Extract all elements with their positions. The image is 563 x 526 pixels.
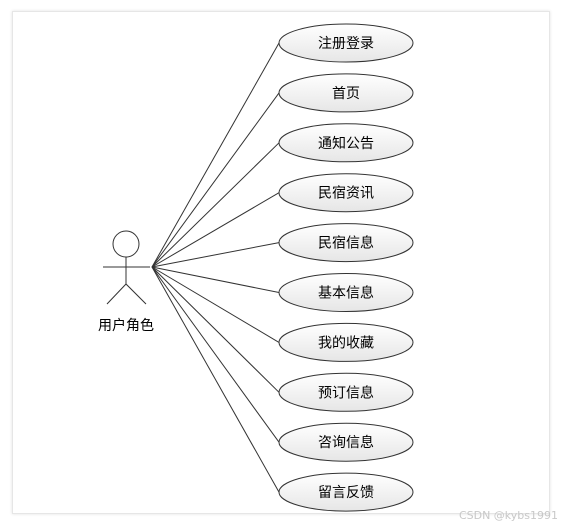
association-line — [151, 92, 280, 268]
use-case-9: 咨询信息 — [278, 422, 414, 462]
use-case-ellipse — [278, 173, 414, 213]
use-case-label: 我的收藏 — [318, 335, 374, 351]
actor-left-leg — [106, 283, 127, 305]
association-line — [151, 266, 280, 443]
use-case-label: 注册登录 — [318, 36, 374, 52]
use-case-label: 首页 — [332, 86, 360, 102]
association-line — [151, 192, 280, 268]
association-line — [151, 266, 280, 293]
use-case-ellipse — [278, 273, 414, 312]
use-case-ellipse — [278, 322, 414, 362]
actor-figure: 用户角色 — [98, 230, 154, 334]
use-case-label: 民宿信息 — [318, 235, 374, 252]
use-case-8: 预订信息 — [278, 372, 414, 412]
use-case-4: 民宿资讯 — [278, 173, 414, 213]
use-case-label: 咨询信息 — [318, 434, 374, 451]
use-case-label: 预订信息 — [318, 384, 374, 401]
use-case-6: 基本信息 — [278, 273, 414, 312]
use-case-ellipse — [278, 123, 414, 163]
use-case-10: 留言反馈 — [278, 472, 414, 512]
use-case-ellipse — [278, 422, 414, 462]
use-case-2: 首页 — [278, 73, 414, 113]
use-case-label: 留言反馈 — [318, 485, 374, 501]
use-case-label: 基本信息 — [318, 285, 374, 302]
use-case-label: 民宿资讯 — [318, 185, 374, 202]
use-case-ellipse — [278, 372, 414, 412]
use-case-7: 我的收藏 — [278, 322, 414, 362]
association-line — [151, 266, 280, 343]
use-case-5: 民宿信息 — [278, 223, 414, 263]
association-line — [151, 266, 280, 393]
use-case-ellipse — [278, 223, 414, 263]
use-case-ellipse — [278, 73, 414, 113]
use-case-ellipse — [278, 23, 414, 63]
association-line — [151, 266, 280, 493]
use-case-3: 通知公告 — [278, 123, 414, 163]
actor-label: 用户角色 — [98, 317, 154, 334]
association-line — [151, 42, 280, 268]
watermark: CSDN @kybs1991 — [458, 509, 558, 522]
actor-right-leg — [125, 283, 147, 305]
use-case-label: 通知公告 — [318, 135, 374, 152]
association-line — [151, 242, 280, 268]
use-case-ellipse — [278, 472, 414, 512]
association-line — [151, 142, 280, 268]
actor-head — [112, 230, 140, 258]
use-case-1: 注册登录 — [278, 23, 414, 63]
association-lines — [151, 42, 280, 493]
